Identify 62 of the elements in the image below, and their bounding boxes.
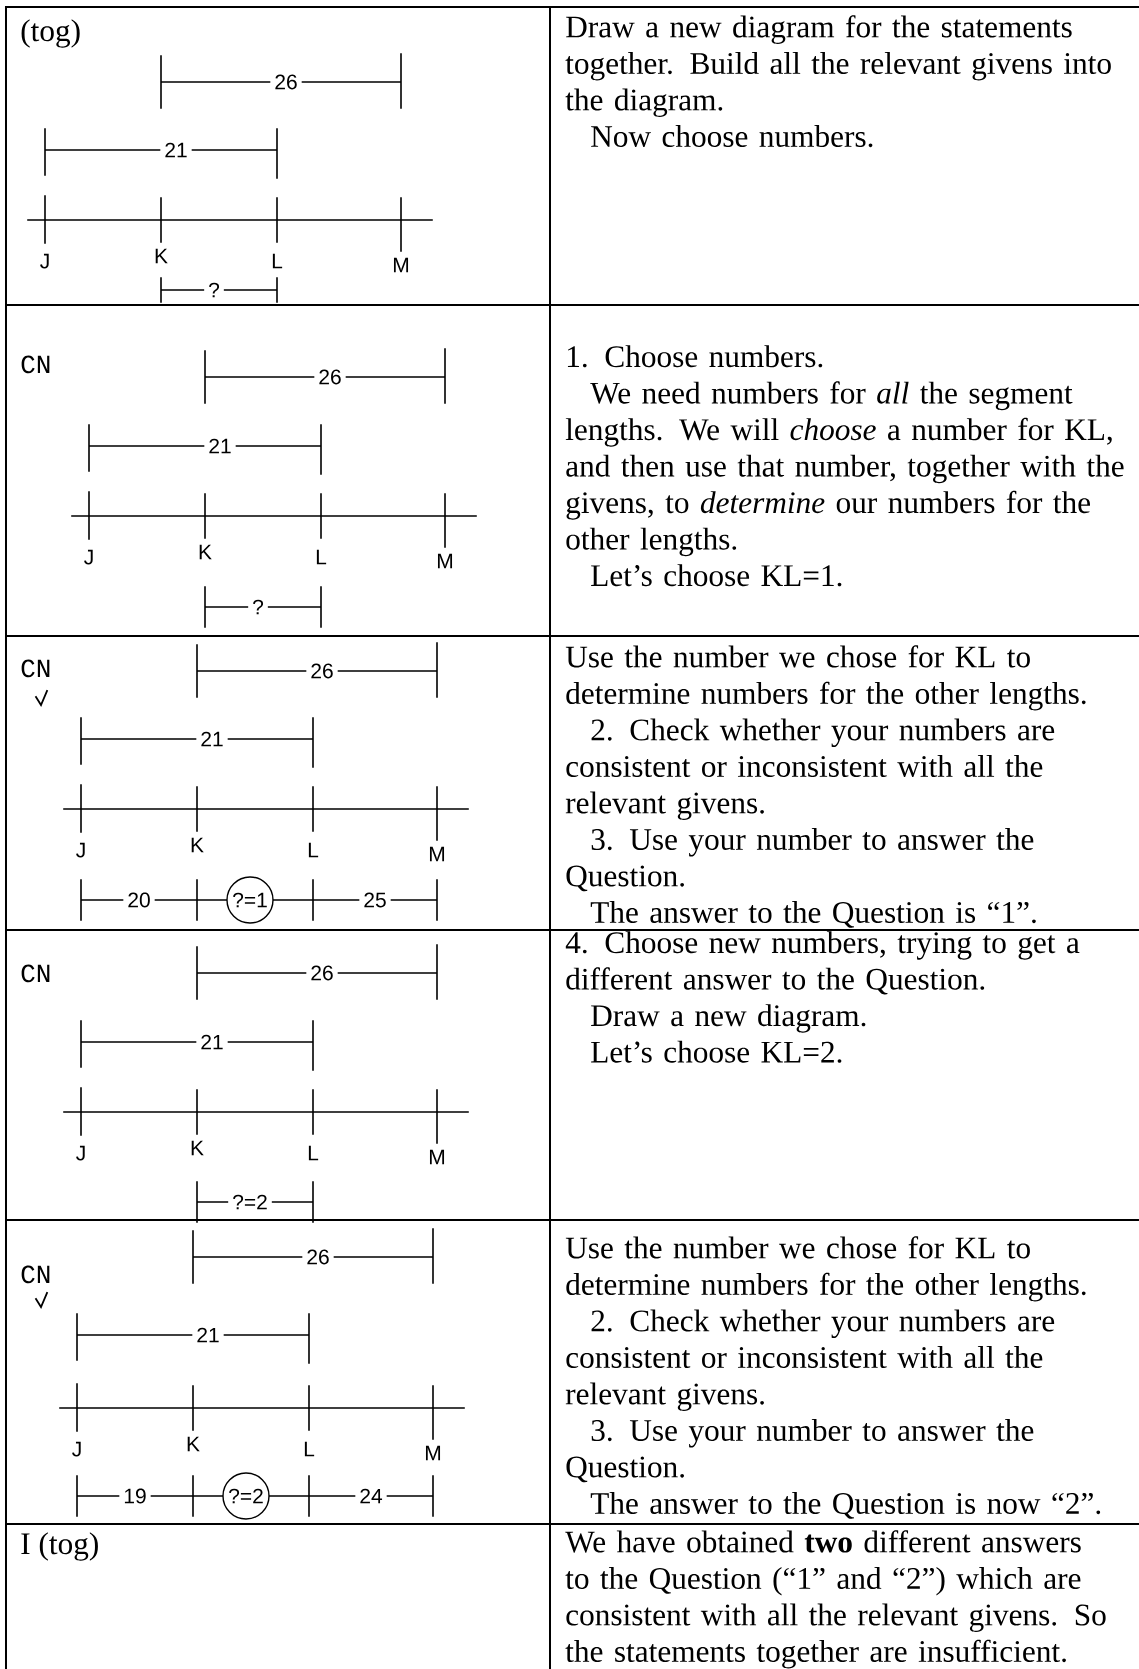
point-label: M <box>430 846 445 862</box>
point-label: K <box>199 544 212 560</box>
paragraph: 4. Choose new numbers, trying to get a different answer to the Question. <box>565 931 1080 995</box>
circled-answer: ?=2 <box>222 1472 270 1520</box>
row-heading: (tog) <box>21 19 80 48</box>
point-label: M <box>430 1149 445 1165</box>
point-label: K <box>155 248 168 264</box>
dimension-label: 21 <box>192 1326 224 1344</box>
paragraph: We need numbers for all the segment lengths. We will choose a number for KL, and then use that number, together with the givens, to determine our numbers for the other lengths. <box>565 381 1124 557</box>
dimension-label: 19 <box>119 1487 151 1505</box>
point-label: M <box>394 257 409 273</box>
point-label: L <box>304 1441 315 1457</box>
paragraph: 3. Use your number to answer the Question. <box>566 1419 1034 1483</box>
paragraph: 2. Check whether your numbers are consistent or inconsistent with all the relevant givens. <box>565 1309 1055 1411</box>
point-label: L <box>308 842 319 858</box>
circled-answer: ?=1 <box>226 876 274 924</box>
dimension-label: 25 <box>359 891 391 909</box>
dimension-label: 20 <box>123 891 155 909</box>
point-label: J <box>40 253 49 269</box>
point-label: J <box>76 842 85 858</box>
dimension-label: 26 <box>306 662 338 680</box>
point-label: M <box>438 553 453 569</box>
paragraph: 1. Choose numbers. <box>567 345 823 368</box>
paragraph: Draw a new diagram. <box>591 1004 866 1033</box>
dimension-label: 26 <box>306 964 338 982</box>
dimension-label: 26 <box>302 1248 334 1266</box>
dimension-label: 21 <box>196 1033 228 1051</box>
paragraph: Draw a new diagram for the statements together. Build all the relevant givens into the diagram. <box>565 15 1111 117</box>
dimension-label: 26 <box>270 73 302 91</box>
row-heading: I (tog) <box>21 1532 98 1561</box>
row-heading: CN <box>21 659 50 678</box>
point-label: M <box>426 1445 441 1461</box>
dimension-label: 21 <box>204 437 236 455</box>
paragraph: 3. Use your number to answer the Question. <box>566 828 1034 892</box>
point-label: J <box>72 1441 81 1457</box>
row-heading: CN <box>21 355 50 374</box>
dimension-label: ? <box>204 281 224 299</box>
dimension-label: 21 <box>196 730 228 748</box>
row-heading: CN <box>21 964 50 983</box>
point-label: K <box>187 1436 200 1452</box>
paragraph: Use the number we chose for KL to determine numbers for the other lengths. <box>565 1236 1086 1302</box>
point-label: L <box>308 1145 319 1161</box>
paragraph: 2. Check whether your numbers are consistent or inconsistent with all the relevant givens. <box>565 718 1055 820</box>
paragraph: Let’s choose KL=2. <box>591 1040 842 1063</box>
dimension-label: 24 <box>355 1487 387 1505</box>
point-label: J <box>76 1145 85 1161</box>
dimension-label: 26 <box>314 368 346 386</box>
row-heading: CN <box>21 1265 50 1284</box>
dimension-label: ?=2 <box>228 1193 272 1211</box>
paragraph: We have obtained two different answers to the Question (“1” and “2”) which are consistent with all the relevant givens. So the statements together are insufficient. <box>565 1530 1106 1669</box>
paragraph: Now choose numbers. <box>591 125 873 148</box>
paragraph: The answer to the Question is “1”. <box>590 901 1036 928</box>
point-label: K <box>191 1140 204 1156</box>
point-label: L <box>316 549 327 565</box>
point-label: J <box>84 549 93 565</box>
paragraph: Use the number we chose for KL to determine numbers for the other lengths. <box>565 645 1086 711</box>
paragraph: The answer to the Question is now “2”. <box>590 1492 1101 1519</box>
point-label: K <box>191 837 204 853</box>
point-label: L <box>272 253 283 269</box>
paragraph: Let’s choose KL=1. <box>591 564 842 587</box>
dimension-label: 21 <box>160 141 192 159</box>
dimension-label: ? <box>248 598 268 616</box>
